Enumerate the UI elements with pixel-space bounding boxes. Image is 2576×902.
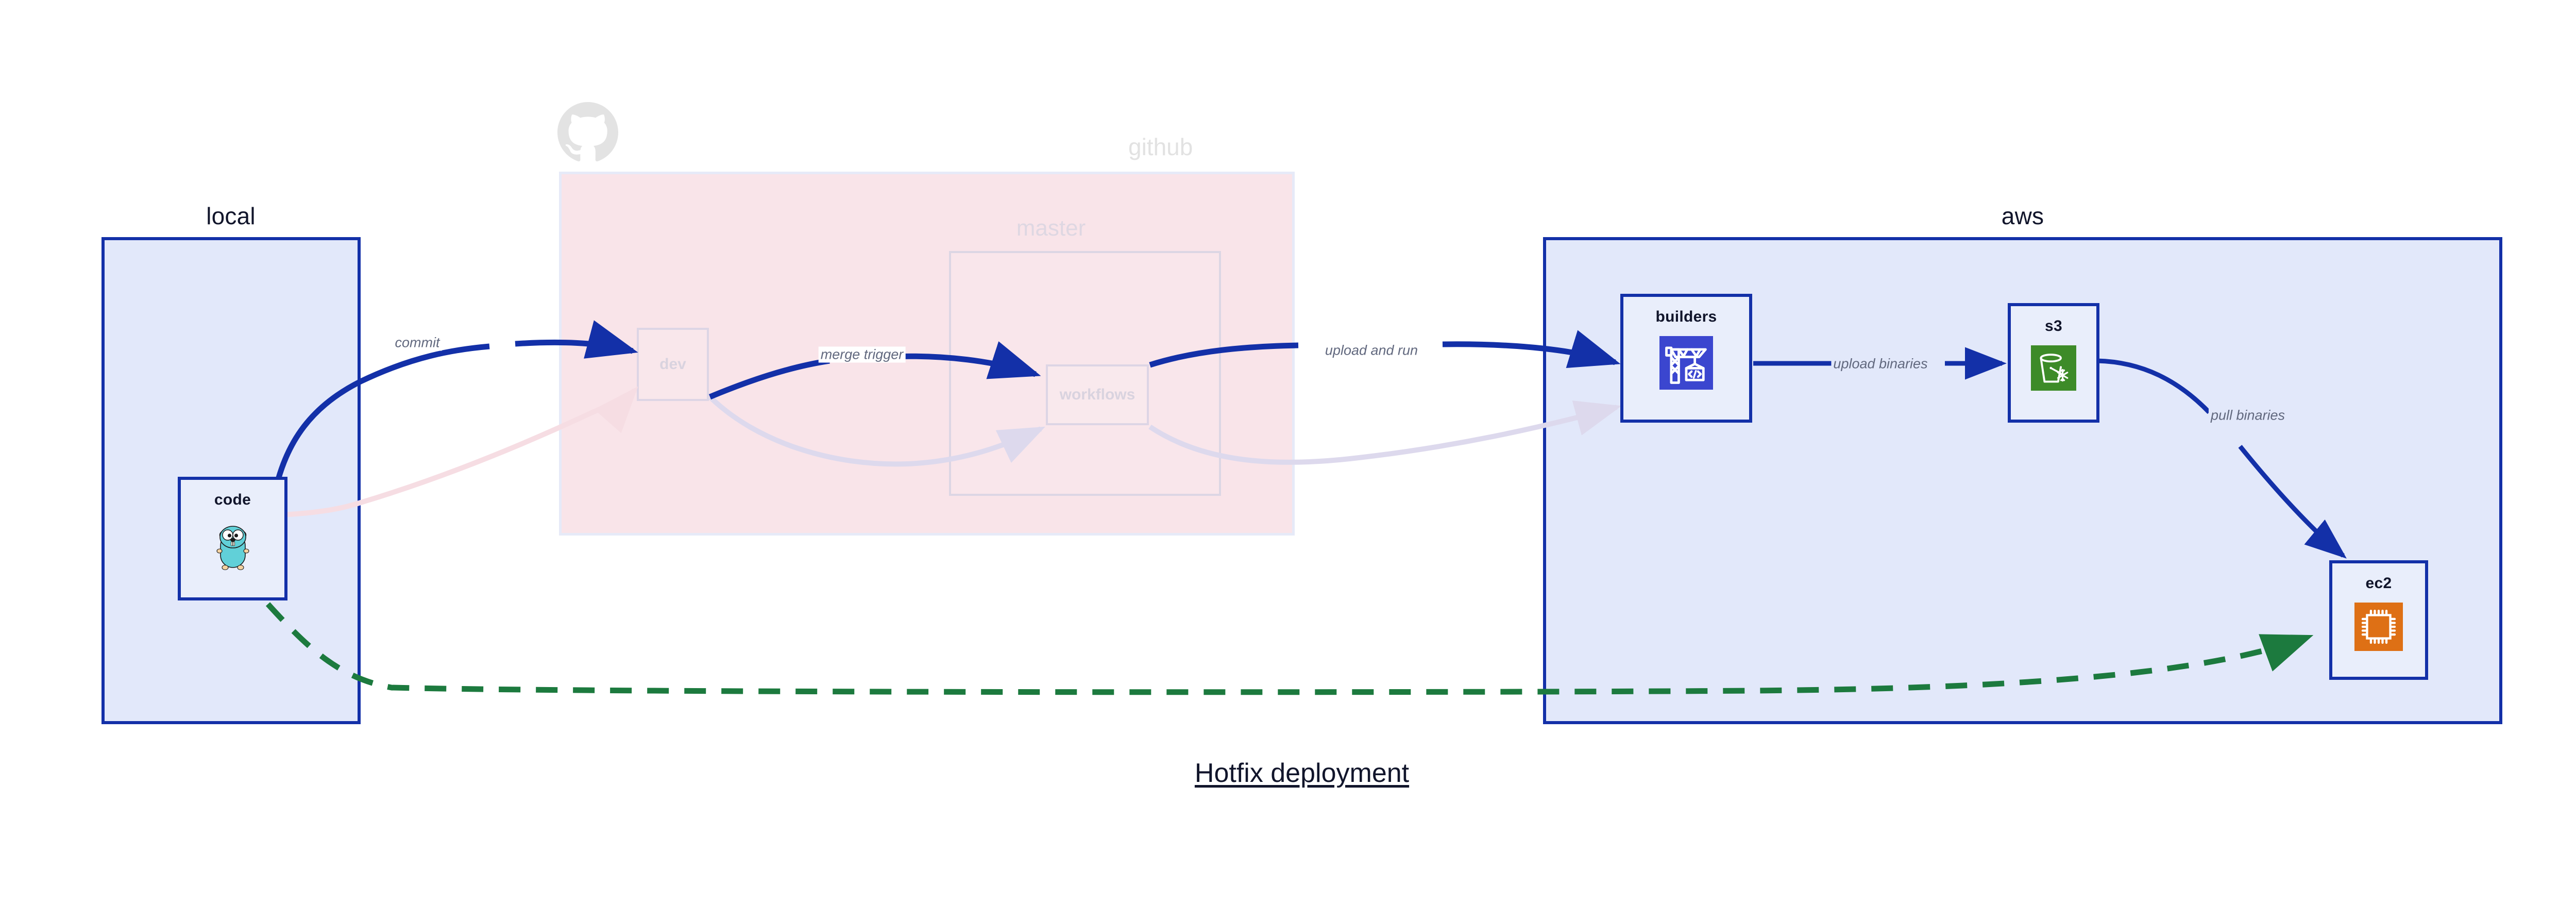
edge-label-upload-and-run: upload and run (1323, 342, 1420, 359)
edge-merge-trigger-head (708, 358, 830, 400)
node-code[interactable]: code (178, 477, 287, 600)
node-ec2-label: ec2 (2365, 575, 2392, 592)
node-builders[interactable]: builders (1620, 294, 1752, 423)
aws-s3-glacier-bucket-icon (2031, 345, 2076, 393)
edge-label-commit: commit (393, 335, 442, 351)
edge-label-pull-binaries: pull binaries (2208, 407, 2287, 424)
node-s3[interactable]: s3 (2008, 303, 2099, 423)
subgroup-master (949, 251, 1221, 496)
edge-merge-trigger-tail (891, 341, 1041, 379)
group-aws-label: aws (2001, 203, 2044, 229)
node-code-label: code (214, 491, 251, 508)
group-local-label: local (206, 203, 256, 229)
node-workflows: workflows (1046, 364, 1149, 425)
go-gopher-icon (209, 519, 257, 575)
group-github-label: github (1128, 133, 1193, 160)
node-dev: dev (637, 328, 709, 401)
diagram-title: Hotfix deployment (1194, 758, 1410, 788)
edge-label-upload-binaries: upload binaries (1831, 356, 1930, 372)
edge-upload-and-run-head (1149, 342, 1299, 368)
node-workflows-label: workflows (1059, 386, 1136, 403)
subgroup-master-label: master (1016, 215, 1086, 241)
github-octocat-icon (557, 102, 618, 162)
edge-commit-tail (515, 320, 638, 359)
node-s3-label: s3 (2045, 318, 2062, 335)
node-ec2[interactable]: ec2 (2329, 560, 2428, 680)
node-dev-label: dev (659, 356, 686, 373)
ghost-edges (252, 386, 1622, 518)
aws-ec2-chip-icon (2354, 603, 2403, 654)
group-github (559, 172, 1295, 536)
edge-label-merge-trigger: merge trigger (818, 346, 906, 363)
aws-codebuild-crane-icon (1659, 336, 1713, 392)
node-builders-label: builders (1655, 308, 1717, 325)
